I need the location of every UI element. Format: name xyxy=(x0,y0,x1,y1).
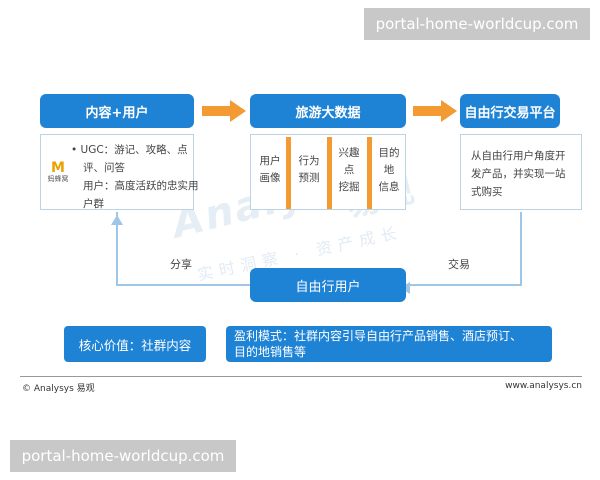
big-data-separator xyxy=(286,137,291,209)
arrow-right-icon xyxy=(202,100,246,122)
mafengwo-logo: M 蚂蜂窝 xyxy=(47,161,69,184)
arrow-right-icon xyxy=(413,100,457,122)
big-data-box: 旅游大数据 xyxy=(250,94,406,128)
platform-description: 从自由行用户角度开 发产品，并实现一站 式购买 xyxy=(471,150,566,198)
big-data-col-user-profile: 用户 画像 xyxy=(259,155,281,184)
ugc-line-2: 评、问答 xyxy=(83,162,125,174)
profit-model-box: 盈利模式：社群内容引导自由行产品销售、酒店预订、 目的地销售等 xyxy=(226,326,552,362)
ugc-list: • UGC：游记、攻略、点 评、问答 用户：高度活跃的忠实用 户群 xyxy=(71,141,211,213)
big-data-separator xyxy=(327,137,332,209)
footer-copyright: © Analysys 易观 xyxy=(22,384,95,394)
big-data-separator xyxy=(367,137,372,209)
footer-divider xyxy=(20,376,582,377)
user-line-1: 用户：高度活跃的忠实用 xyxy=(83,180,199,192)
loop-arrow-up-icon xyxy=(111,210,123,229)
big-data-col-interest: 兴趣 点 挖掘 xyxy=(338,147,360,193)
arrow-right-2 xyxy=(413,100,457,122)
loop-line-right-horizontal xyxy=(406,284,522,286)
watermark-top: portal-home-worldcup.com xyxy=(364,8,590,40)
mafengwo-logo-icon: M xyxy=(51,160,65,176)
profit-model-text: 盈利模式：社群内容引导自由行产品销售、酒店预订、 目的地销售等 xyxy=(234,329,523,359)
watermark-bottom: portal-home-worldcup.com xyxy=(10,440,236,472)
big-data-col-destination: 目的 地 信息 xyxy=(378,147,400,193)
arrow-right-1 xyxy=(202,100,246,122)
share-label: 分享 xyxy=(170,258,192,271)
trade-label: 交易 xyxy=(448,258,470,271)
content-user-box: 内容+用户 xyxy=(40,94,194,128)
loop-line-left-vertical xyxy=(116,212,118,286)
free-user-box: 自由行用户 xyxy=(250,268,406,302)
ugc-line-1: • UGC：游记、攻略、点 xyxy=(71,144,188,156)
mafengwo-logo-text: 蚂蜂窝 xyxy=(47,175,69,183)
big-data-col-behavior: 行为 预测 xyxy=(298,155,320,184)
content-user-panel: M 蚂蜂窝 • UGC：游记、攻略、点 评、问答 用户：高度活跃的忠实用 户群 xyxy=(40,134,199,210)
platform-box: 自由行交易平台 xyxy=(460,94,560,128)
loop-line-right-vertical xyxy=(520,212,522,286)
big-data-panel: 用户 画像 行为 预测 兴趣 点 挖掘 目的 地 信息 xyxy=(250,134,406,210)
loop-line-left-horizontal xyxy=(116,284,250,286)
platform-panel: 从自由行用户角度开 发产品，并实现一站 式购买 xyxy=(460,134,582,210)
core-value-box: 核心价值：社群内容 xyxy=(64,326,206,362)
footer-website: www.analysys.cn xyxy=(505,381,582,391)
user-line-2: 户群 xyxy=(83,198,104,210)
